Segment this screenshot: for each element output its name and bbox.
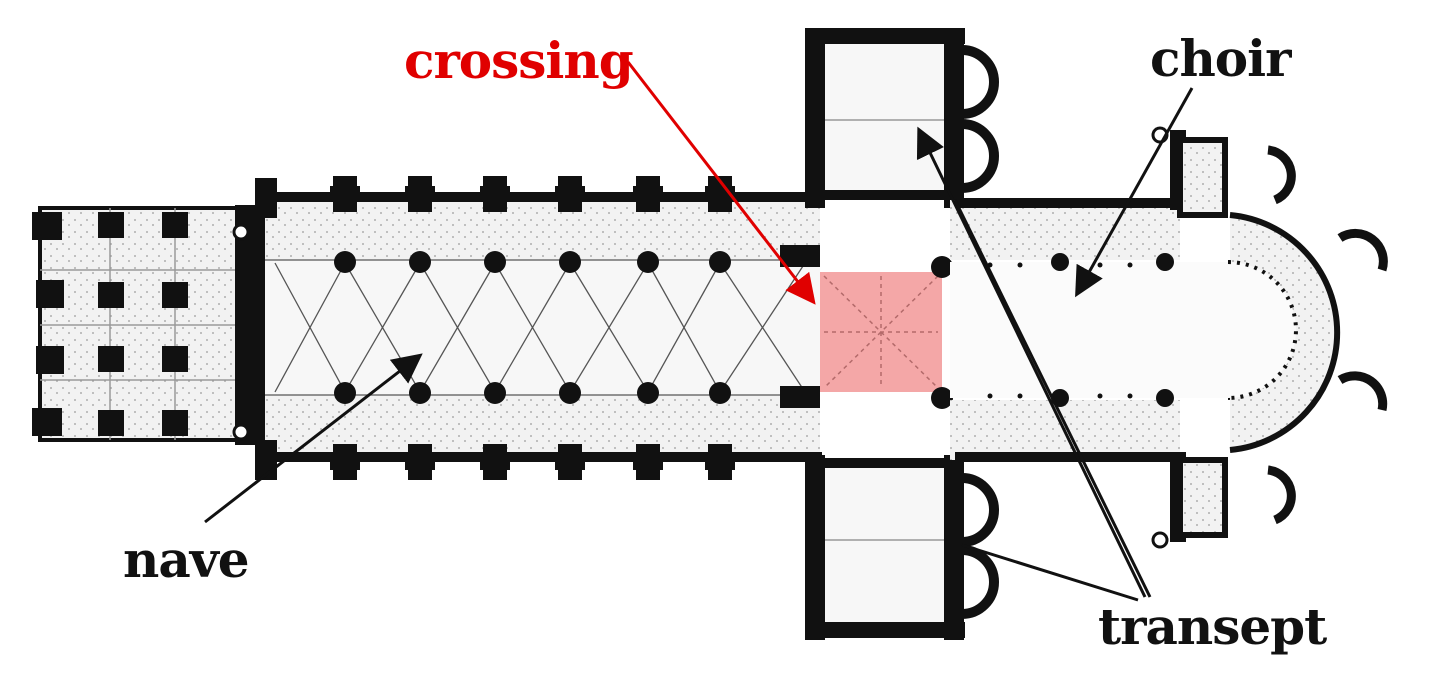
nave-arrow [204, 353, 423, 524]
crossing-square [820, 256, 953, 409]
nave-plan [255, 176, 822, 480]
nave-label: nave [123, 530, 250, 589]
transept-plan [805, 28, 999, 640]
choir-label: choir [1150, 29, 1291, 88]
transept-arrow-north-2 [953, 199, 1152, 598]
transept-arrow-north [916, 126, 1147, 598]
choir-arrow [1075, 87, 1194, 298]
transept-arrow-south [961, 543, 1139, 602]
crossing-arrow [626, 61, 816, 305]
crossing-label: crossing [404, 31, 634, 90]
label-arrows [204, 61, 1194, 602]
transept-label: transept [1098, 597, 1327, 656]
westwork [32, 205, 265, 445]
choir-plan [950, 126, 1388, 549]
